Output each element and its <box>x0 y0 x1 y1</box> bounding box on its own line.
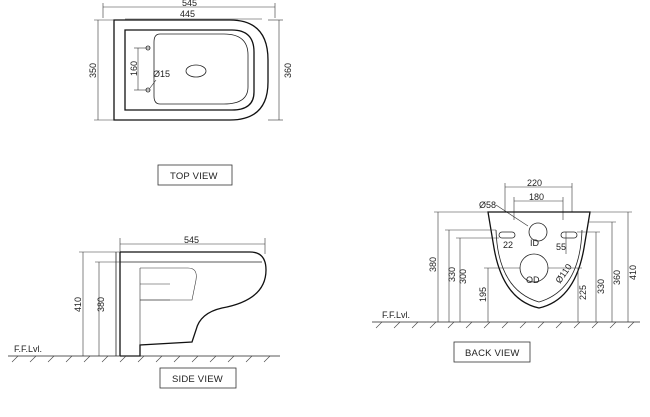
back-dim-l380: 380 <box>428 257 438 272</box>
side-dim-length: 545 <box>184 235 199 245</box>
side-view: 545 410 380 F.F.Lvl. <box>8 235 280 389</box>
back-dim-r410: 410 <box>628 265 638 280</box>
back-dim-l300: 300 <box>458 269 468 284</box>
top-dim-hole-spacing: 160 <box>129 61 139 76</box>
back-dim-width-220: 220 <box>527 178 542 188</box>
top-view: 545 445 160 Ø15 350 360 TOP VIEW <box>88 0 293 186</box>
back-dim-dia-58: Ø58 <box>479 200 496 210</box>
back-view: 220 180 Ø58 ID OD Ø110 22 55 380 330 <box>372 178 640 363</box>
top-dim-overall-length: 545 <box>182 0 197 8</box>
top-dim-hole-dia: Ø15 <box>153 69 170 79</box>
back-dim-r330: 330 <box>596 279 606 294</box>
back-dim-55: 55 <box>556 242 566 252</box>
top-dim-width-right: 360 <box>283 63 293 78</box>
back-view-label: BACK VIEW <box>465 348 520 359</box>
back-od-label: OD <box>526 275 540 285</box>
back-dim-l330: 330 <box>447 267 457 282</box>
back-dim-22: 22 <box>503 240 513 250</box>
top-dim-seat-length: 445 <box>180 9 195 19</box>
top-view-label: TOP VIEW <box>170 171 218 182</box>
back-dim-l195: 195 <box>478 287 488 302</box>
back-floor-label: F.F.Lvl. <box>382 310 410 320</box>
back-dim-width-180: 180 <box>529 192 544 202</box>
side-dim-height-rim: 380 <box>96 297 106 312</box>
back-id-label: ID <box>530 238 540 248</box>
back-dim-dia-110: Ø110 <box>553 262 573 285</box>
side-floor-label: F.F.Lvl. <box>14 344 42 354</box>
top-dim-width-left: 350 <box>88 63 98 78</box>
side-view-label: SIDE VIEW <box>172 374 223 385</box>
side-dim-height-total: 410 <box>73 297 83 312</box>
back-dim-r360: 360 <box>612 270 622 285</box>
back-dim-r225: 225 <box>578 285 588 300</box>
